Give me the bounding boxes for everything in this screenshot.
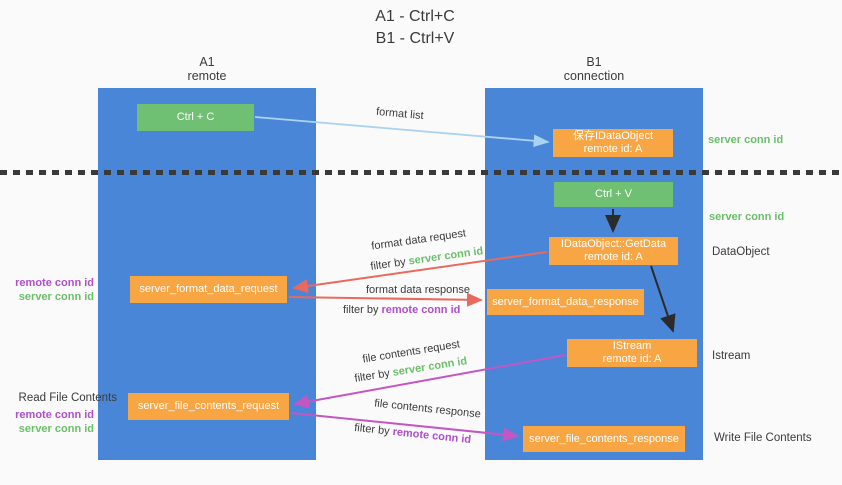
format-response-filter-label: filter by remote conn id xyxy=(343,304,460,316)
title-line-2: B1 - Ctrl+V xyxy=(375,30,455,47)
server-format-data-response-node: server_format_data_response xyxy=(487,289,644,315)
file-contents-response-label: file contents response xyxy=(373,397,482,421)
format-list-label: format list xyxy=(375,105,425,123)
lifeline-a1-role: remote xyxy=(187,69,227,83)
filter-by-text: filter by xyxy=(353,421,394,438)
server-format-data-request-label: server_format_data_request xyxy=(139,283,278,295)
lifeline-b1-role: connection xyxy=(563,69,625,83)
filter-by-text: filter by xyxy=(343,304,382,316)
ctrl-c-label: Ctrl + C xyxy=(176,111,215,123)
filter-by-text: filter by xyxy=(353,366,394,385)
server-conn-id-annotation-left-top: server conn id xyxy=(18,291,94,303)
istream-node: IStream remote id: A xyxy=(567,339,697,367)
lifeline-b1-name: B1 xyxy=(586,55,602,69)
server-file-contents-request-node: server_file_contents_request xyxy=(128,393,289,420)
lifeline-a1-header: A1 remote xyxy=(147,55,267,83)
istream-line2: remote id: A xyxy=(602,353,662,365)
istream-line1: IStream xyxy=(612,340,652,352)
filter-by-text: filter by xyxy=(369,255,410,273)
file-response-filter-label: filter by remote conn id xyxy=(354,422,472,446)
save-idataobject-line1: 保存IDataObject xyxy=(572,130,654,142)
remote-conn-id-key: remote conn id xyxy=(381,304,461,316)
server-conn-id-annotation-top: server conn id xyxy=(708,134,784,146)
format-data-response-label: format data response xyxy=(366,284,470,296)
ctrl-c-node: Ctrl + C xyxy=(137,104,254,131)
diagram-title: A1 - Ctrl+C B1 - Ctrl+V xyxy=(0,6,830,50)
title-line-1: A1 - Ctrl+C xyxy=(375,8,455,25)
server-format-data-request-node: server_format_data_request xyxy=(130,276,287,303)
save-idataobject-node: 保存IDataObject remote id: A xyxy=(553,129,673,157)
lifeline-b1-header: B1 connection xyxy=(534,55,654,83)
read-file-contents-annotation: Read File Contents xyxy=(18,392,117,404)
phase-separator-dashed-line xyxy=(0,170,842,175)
ctrl-v-label: Ctrl + V xyxy=(595,188,632,200)
server-file-contents-request-label: server_file_contents_request xyxy=(137,400,280,412)
server-file-contents-response-node: server_file_contents_response xyxy=(523,426,685,452)
server-conn-id-annotation-left-bottom: server conn id xyxy=(18,423,94,435)
format-data-response-arrow xyxy=(288,292,483,307)
getdata-line1: IDataObject::GetData xyxy=(560,238,667,250)
server-conn-id-annotation-mid: server conn id xyxy=(709,211,785,223)
getdata-line2: remote id: A xyxy=(584,251,643,263)
write-file-contents-annotation: Write File Contents xyxy=(714,432,812,444)
remote-conn-id-annotation-bottom: remote conn id xyxy=(15,409,94,421)
idataobject-getdata-node: IDataObject::GetData remote id: A xyxy=(549,237,678,265)
remote-conn-id-annotation-top: remote conn id xyxy=(15,277,94,289)
dataobject-annotation: DataObject xyxy=(712,246,770,258)
server-conn-id-key: server conn id xyxy=(407,245,485,268)
save-idataobject-line2: remote id: A xyxy=(583,143,643,155)
remote-conn-id-key: remote conn id xyxy=(391,425,472,447)
istream-annotation: Istream xyxy=(712,350,751,362)
lifeline-a1-name: A1 xyxy=(199,55,215,69)
server-file-contents-response-label: server_file_contents_response xyxy=(529,432,679,445)
server-format-data-response-label: server_format_data_response xyxy=(492,295,639,308)
ctrl-v-node: Ctrl + V xyxy=(554,182,673,207)
